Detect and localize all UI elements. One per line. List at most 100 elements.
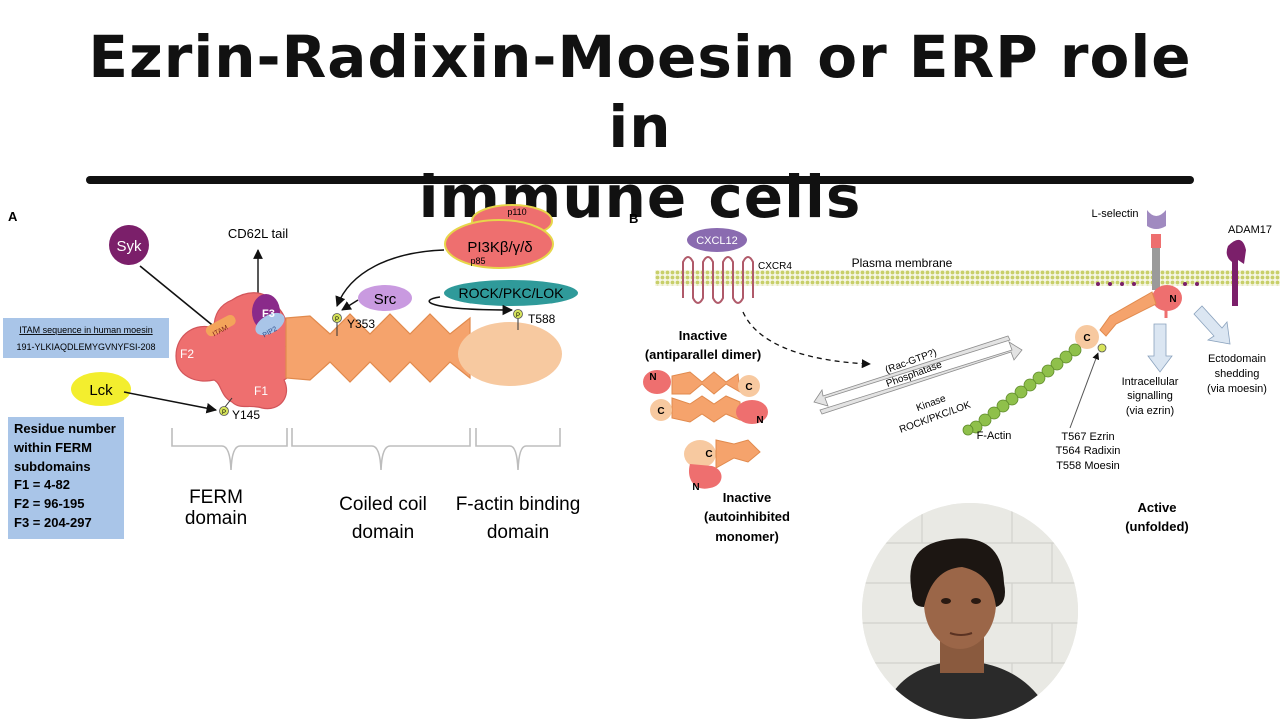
t588-phospho xyxy=(513,309,523,319)
ectodomain-label-2: shedding xyxy=(1215,368,1260,380)
residue-number-lines: Residue number within FERM subdomains F1… xyxy=(13,421,116,530)
intracellular-labels: Intracellular signalling (via ezrin) xyxy=(1122,376,1179,417)
cxcl12-bubble xyxy=(687,228,747,252)
monomer-n: N xyxy=(692,482,699,493)
coiled-coil-shape xyxy=(285,313,471,383)
residue-line: F2 = 96-195 xyxy=(14,496,84,511)
cxcr4-signal-arrow xyxy=(742,311,871,369)
lck-arrow xyxy=(123,391,218,414)
residue-line: subdomains xyxy=(14,459,91,474)
intracellular-label-2: signalling xyxy=(1127,390,1173,402)
panel-b-label: B xyxy=(629,211,638,226)
t588-label: T588 xyxy=(528,312,556,326)
rock-label: ROCK/PKC/LOK xyxy=(458,285,564,301)
lck-bubble xyxy=(71,372,131,406)
ferm-f2-label: F2 xyxy=(180,347,194,361)
ferm-f1-label: F1 xyxy=(254,384,268,398)
src-label: Src xyxy=(374,291,397,308)
y145-label: Y145 xyxy=(232,408,260,422)
dimer-n-right: N xyxy=(756,415,763,426)
slide-title: Ezrin-Radixin-Moesin or ERP role in immu… xyxy=(60,22,1220,232)
panel-b: B Plasma membrane CXCL12 CXCR4 Inactive … xyxy=(629,208,1280,544)
y353-label: Y353 xyxy=(347,317,375,331)
phospho-site-labels: T567 Ezrin T564 Radixin T558 Moesin xyxy=(1056,431,1121,472)
ferm-f3-label: F3 xyxy=(262,308,275,320)
lselectin-stem xyxy=(1152,248,1160,290)
cxcr4-receptor xyxy=(682,256,754,304)
syk-arrow xyxy=(139,265,223,334)
presenter-webcam xyxy=(862,503,1078,719)
y145-stem xyxy=(224,397,233,408)
membrane-purple-dots xyxy=(1096,282,1199,286)
inactive-dimer-label-1: Inactive xyxy=(679,328,727,343)
antiparallel-dimer-shape xyxy=(643,370,768,424)
factin-filament xyxy=(962,343,1082,436)
lselectin-label: L-selectin xyxy=(1091,208,1138,220)
panel-a-label: A xyxy=(8,209,18,224)
phospho-site-pointer xyxy=(1069,352,1100,429)
pi3k-bubble xyxy=(444,219,554,269)
src-arrow xyxy=(341,299,359,311)
ferm-domain-shape xyxy=(175,292,297,410)
adam17-label: ADAM17 xyxy=(1228,224,1272,236)
cxcr4-label: CXCR4 xyxy=(758,261,792,272)
presenter-video xyxy=(862,503,1078,719)
residue-line: Residue number xyxy=(14,421,116,436)
t588-phospho-symbol: P xyxy=(516,313,520,319)
site-ezrin: T567 Ezrin xyxy=(1061,431,1114,443)
factin-domain-label-1: F-actin binding xyxy=(456,494,581,515)
lselectin-stem-red xyxy=(1151,234,1161,248)
kinase-arrow xyxy=(813,335,1011,407)
factin-label: F-Actin xyxy=(977,430,1012,442)
dimer-c-left: C xyxy=(657,406,664,417)
adam17-protein xyxy=(1226,239,1246,306)
inactive-monomer-label-3: monomer) xyxy=(715,529,779,544)
domain-labels: FERM domain Coiled coil domain F-actin b… xyxy=(185,487,580,543)
active-erm-shape xyxy=(1075,285,1182,349)
coiled-coil-label-1: Coiled coil xyxy=(339,494,427,515)
ectodomain-arrow xyxy=(1193,305,1231,345)
pi3k-p85-label: p85 xyxy=(470,256,485,266)
intracellular-label-1: Intracellular xyxy=(1122,376,1179,388)
lck-label: Lck xyxy=(89,382,113,399)
ectodomain-label-1: Ectodomain xyxy=(1208,353,1266,365)
domain-braces xyxy=(171,428,561,471)
inactive-dimer-label-2: (antiparallel dimer) xyxy=(645,347,761,362)
site-moesin: T558 Moesin xyxy=(1056,460,1120,472)
intracellular-label-3: (via ezrin) xyxy=(1126,405,1174,417)
active-phospho xyxy=(1097,343,1107,353)
itam-sequence-box xyxy=(3,318,169,358)
syk-bubble xyxy=(109,225,149,265)
active-label-1: Active xyxy=(1137,500,1176,515)
ectodomain-label-3: (via moesin) xyxy=(1207,383,1267,395)
autoinhibited-monomer-shape xyxy=(684,439,761,489)
y353-phospho xyxy=(332,313,342,323)
site-radixin: T564 Radixin xyxy=(1056,445,1121,457)
y145-phospho xyxy=(219,406,229,416)
pi3k-p110-label: p110 xyxy=(507,207,526,217)
syk-label: Syk xyxy=(116,238,142,255)
cxcl12-label: CXCL12 xyxy=(696,235,738,247)
title-underline xyxy=(86,176,1194,184)
residue-line: within FERM xyxy=(13,440,92,455)
factin-brace xyxy=(475,428,561,471)
itam-box-sequence: 191-YLKIAQDLEMYGVNYFSI-208 xyxy=(16,342,155,352)
inactive-monomer-labels: Inactive (autoinhibited monomer) xyxy=(704,490,790,544)
dimer-c-right: C xyxy=(745,382,752,393)
pi3k-label: PI3Kβ/γ/δ xyxy=(467,239,532,256)
active-label-2: (unfolded) xyxy=(1125,519,1189,534)
y353-phospho-symbol: P xyxy=(335,317,339,323)
factin-binding-shape xyxy=(458,322,562,386)
plasma-membrane xyxy=(655,270,1280,286)
inactive-monomer-label-2: (autoinhibited xyxy=(704,509,790,524)
active-c: C xyxy=(1083,333,1090,344)
cd62l-tail-label: CD62L tail xyxy=(228,226,288,241)
factin-domain-label-2: domain xyxy=(487,522,549,543)
erm-diagram-figure: A Syk CD62L tail ITAM sequence in human … xyxy=(3,204,1280,544)
residue-line: F3 = 204-297 xyxy=(14,515,92,530)
inactive-monomer-label-1: Inactive xyxy=(723,490,771,505)
panel-a: A Syk CD62L tail ITAM sequence in human … xyxy=(3,204,580,543)
phosphatase-arrow xyxy=(819,341,1023,415)
plasma-membrane-label: Plasma membrane xyxy=(852,256,953,270)
src-bubble xyxy=(358,285,412,311)
